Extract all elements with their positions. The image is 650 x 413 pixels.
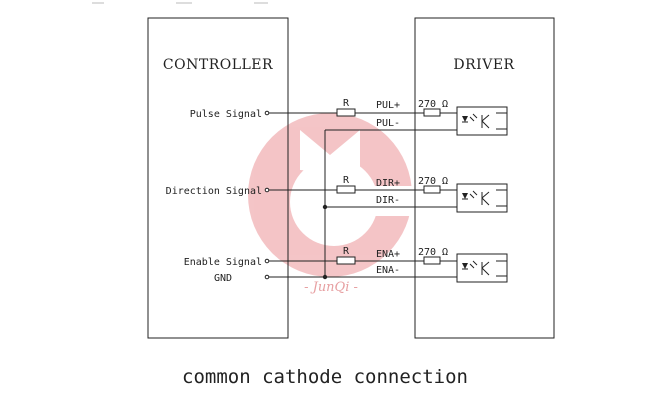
ohm-label-ena: 270 Ω: [418, 247, 448, 258]
resistor-label-ena: R: [343, 246, 350, 257]
enable-signal-label: Enable Signal: [184, 257, 262, 268]
channel-ena: R ENA+ ENA- 270 Ω: [269, 246, 508, 283]
direction-signal-label: Direction Signal: [166, 186, 262, 197]
pul-minus-label: PUL-: [376, 118, 400, 129]
controller-title: CONTROLLER: [163, 57, 273, 73]
gnd-label: GND: [214, 273, 232, 284]
driver-title: DRIVER: [453, 57, 514, 73]
pul-plus-label: PUL+: [376, 100, 400, 111]
ena-plus-label: ENA+: [376, 249, 400, 260]
driver-box: [414, 17, 555, 339]
junction-dots: [322, 204, 328, 280]
ohm-label-dir: 270 Ω: [418, 176, 448, 187]
channel-dir: R DIR+ DIR- 270 Ω: [269, 175, 508, 213]
channel-pul: R PUL+ PUL- 270 Ω: [269, 98, 508, 278]
dir-plus-label: DIR+: [376, 178, 400, 189]
controller-box: [147, 17, 289, 339]
resistor-label-pul: R: [343, 98, 350, 109]
ohm-label-pul: 270 Ω: [418, 99, 448, 110]
controller-terminals: [264, 110, 270, 280]
dir-minus-label: DIR-: [376, 195, 400, 206]
watermark-text: - JunQi -: [304, 280, 358, 295]
pulse-signal-label: Pulse Signal: [190, 109, 262, 120]
diagram-caption: common cathode connection: [182, 366, 468, 388]
watermark-logo: [248, 113, 424, 277]
resistor-label-dir: R: [343, 175, 350, 186]
ena-minus-label: ENA-: [376, 265, 400, 276]
